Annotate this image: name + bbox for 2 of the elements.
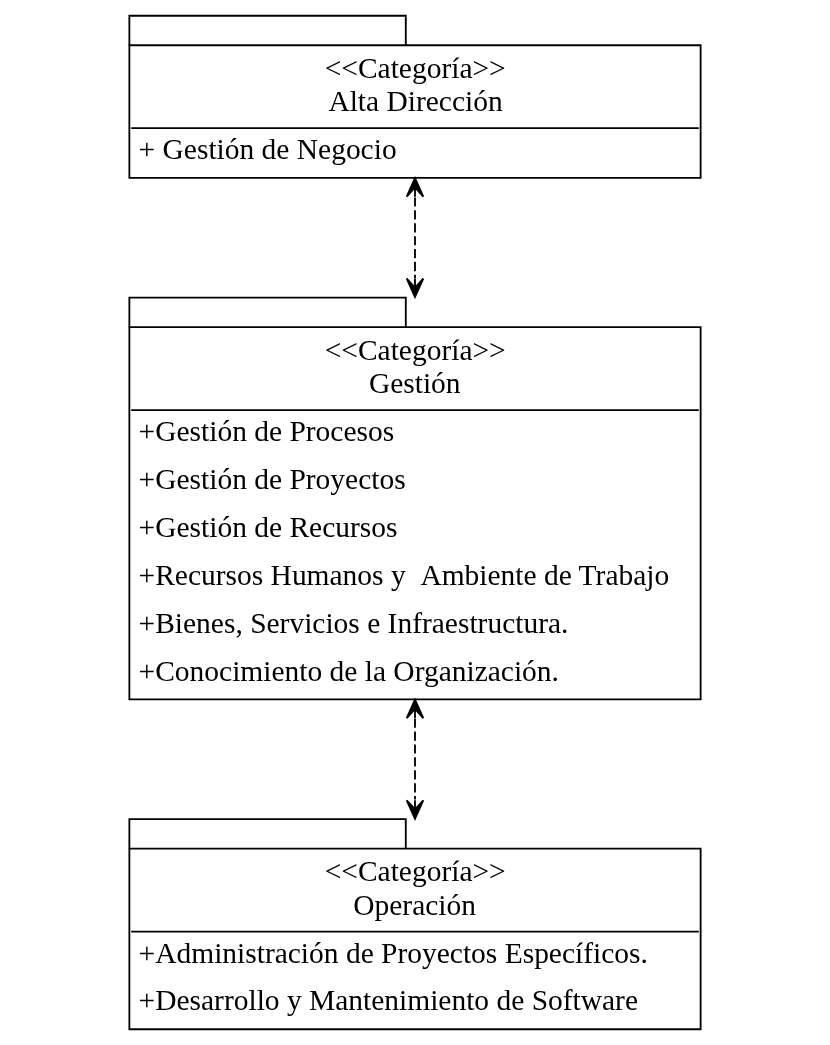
arrow xyxy=(405,698,425,820)
arrow xyxy=(405,177,425,298)
